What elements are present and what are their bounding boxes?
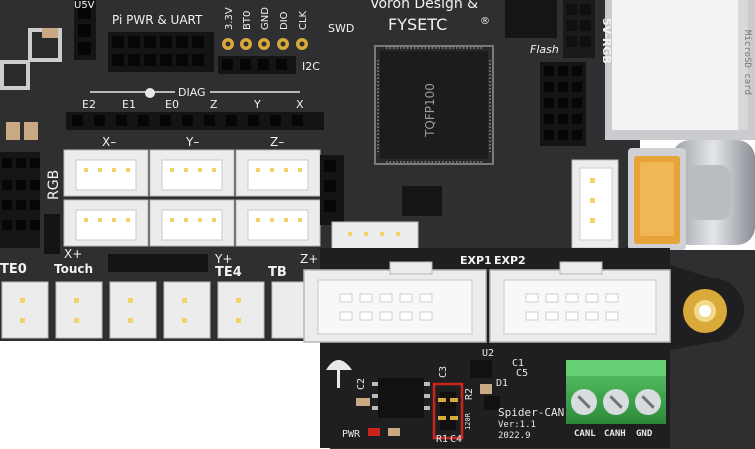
label-5v-rgb: 5V-RGB xyxy=(600,18,613,64)
terminal-label: CANL xyxy=(574,429,596,439)
ref-c5: C5 xyxy=(516,368,528,379)
yplus-label: Y+ xyxy=(214,252,232,266)
swd-pin-label: DIO xyxy=(279,11,290,30)
te4-label: TE4 xyxy=(215,265,242,280)
motor-label: Z– xyxy=(270,135,284,149)
exp1-label: EXP1 xyxy=(460,254,492,267)
module-name: Spider-CAN xyxy=(498,406,564,419)
u5v-label: U5V xyxy=(74,0,95,11)
xplus-label: X+ xyxy=(64,247,82,261)
diag-axis-label: Z xyxy=(210,98,218,111)
swd-pin-labels: 3.3V BT0 GND DIO CLK xyxy=(224,7,309,30)
swd-pin-label: 3.3V xyxy=(224,7,235,30)
swd-pin-label: GND xyxy=(260,7,271,30)
rgb-label: RGB xyxy=(46,170,62,200)
diag-axis-label: X xyxy=(296,98,304,111)
swd-pin-label: CLK xyxy=(298,10,309,30)
diag-axis-label: Y xyxy=(253,98,261,111)
ref-r2: R2 xyxy=(464,388,475,400)
ref-u2: U2 xyxy=(482,348,494,359)
top-title-partial: Voron Design & xyxy=(370,0,478,12)
terminal-label: CANH xyxy=(604,429,626,439)
touch-label: Touch xyxy=(54,262,93,276)
swd-pin-label: BT0 xyxy=(242,11,253,30)
mounting-dot xyxy=(145,88,155,98)
swd-label: SWD xyxy=(328,22,354,35)
diag-axis-label: E0 xyxy=(165,98,179,111)
te0-label: TE0 xyxy=(0,262,27,277)
sd-card-label: MicroSD card xyxy=(742,30,752,95)
brand-name: FYSETC xyxy=(388,15,447,34)
brand-mark: ® xyxy=(480,16,490,27)
tb-label: TB xyxy=(268,265,287,280)
motor-label: X– xyxy=(102,135,116,149)
ref-c3: C3 xyxy=(438,366,449,378)
diag-axis-label: E2 xyxy=(82,98,96,111)
ref-d1: D1 xyxy=(496,378,508,389)
zplus-label: Z+ xyxy=(300,252,318,266)
pi-pwr-uart-label: Pi PWR & UART xyxy=(112,13,203,27)
pwr-label: PWR xyxy=(342,429,361,440)
ref-c1: C1 xyxy=(512,358,524,369)
diag-axis-label: E1 xyxy=(122,98,136,111)
endstop-connectors xyxy=(1,281,319,339)
diag-label: DIAG xyxy=(178,86,206,99)
can-transceiver-chip xyxy=(378,378,424,418)
exp2-label: EXP2 xyxy=(494,254,526,267)
ref-c4: C4 xyxy=(450,434,462,445)
ref-c2: C2 xyxy=(356,378,367,390)
terminator-switch xyxy=(432,382,464,440)
res-label: 120R xyxy=(464,412,472,430)
spider-can-module: EXP1 EXP2 C2 C3 R2 120R R1 C4 xyxy=(303,248,744,448)
diag-header xyxy=(66,112,324,130)
terminal-screws xyxy=(571,389,661,415)
pwr-led xyxy=(368,428,380,436)
module-date: 2022.9 xyxy=(498,431,531,441)
spider-logo-icon xyxy=(326,360,352,388)
module-version: Ver:1.1 xyxy=(498,420,536,430)
motor-label: Y– xyxy=(185,135,199,149)
i2c-label: I2C xyxy=(302,60,320,73)
diag-axis-labels: E2 E1 E0 Z Y X xyxy=(82,98,304,111)
flash-label: Flash xyxy=(530,43,559,56)
mcu-label: TQFP100 xyxy=(423,83,437,138)
flash-chip xyxy=(505,0,557,38)
ref-r1: R1 xyxy=(436,434,448,445)
terminal-label: GND xyxy=(636,429,653,439)
